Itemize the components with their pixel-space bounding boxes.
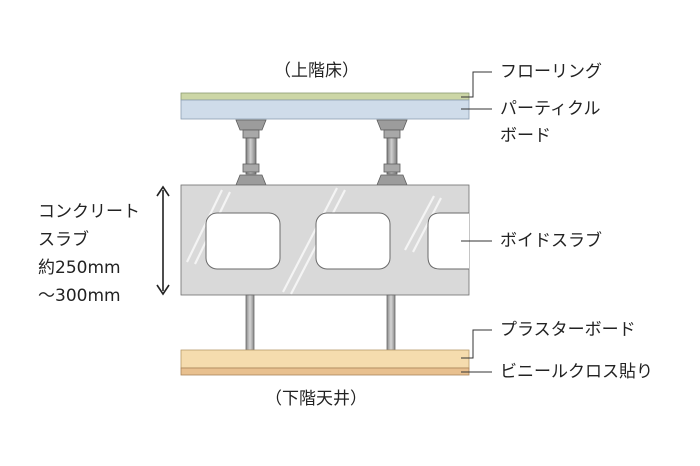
slab-thickness-arrow — [156, 185, 170, 296]
floor-support-post — [235, 119, 267, 186]
slab-thickness-range-label: ～300mm — [38, 286, 121, 306]
vinyl-cloth-label: ビニールクロス貼り — [500, 362, 653, 382]
slab-thickness-label: 約250mm — [38, 258, 121, 278]
void-slab — [180, 184, 470, 296]
vinyl-cloth-layer — [180, 367, 470, 376]
slab-label-line2: スラブ — [38, 230, 89, 250]
particle-board-label-line1: パーティクル — [500, 99, 601, 119]
flooring-label: フローリング — [500, 62, 602, 82]
ceiling-hanger — [386, 294, 396, 351]
ceiling-hanger — [245, 294, 255, 351]
leader-line-plaster-board — [461, 329, 492, 359]
particle-board-label-line2: ボード — [500, 126, 551, 146]
slab-void — [205, 212, 281, 270]
upper-floor-label: （上階床） — [274, 61, 359, 81]
slab-label-line1: コンクリート — [38, 202, 140, 222]
slab-void — [427, 212, 469, 270]
plaster-board-layer — [180, 349, 470, 369]
floor-support-post — [376, 119, 408, 186]
leader-line-flooring — [461, 71, 492, 98]
slab-void — [315, 212, 391, 270]
void-slab-label: ボイドスラブ — [500, 231, 602, 251]
plaster-board-label: プラスターボード — [500, 320, 636, 340]
lower-ceiling-label: （下階天井） — [265, 389, 367, 409]
particle-board-layer — [180, 99, 470, 120]
flooring-layer — [180, 92, 470, 101]
